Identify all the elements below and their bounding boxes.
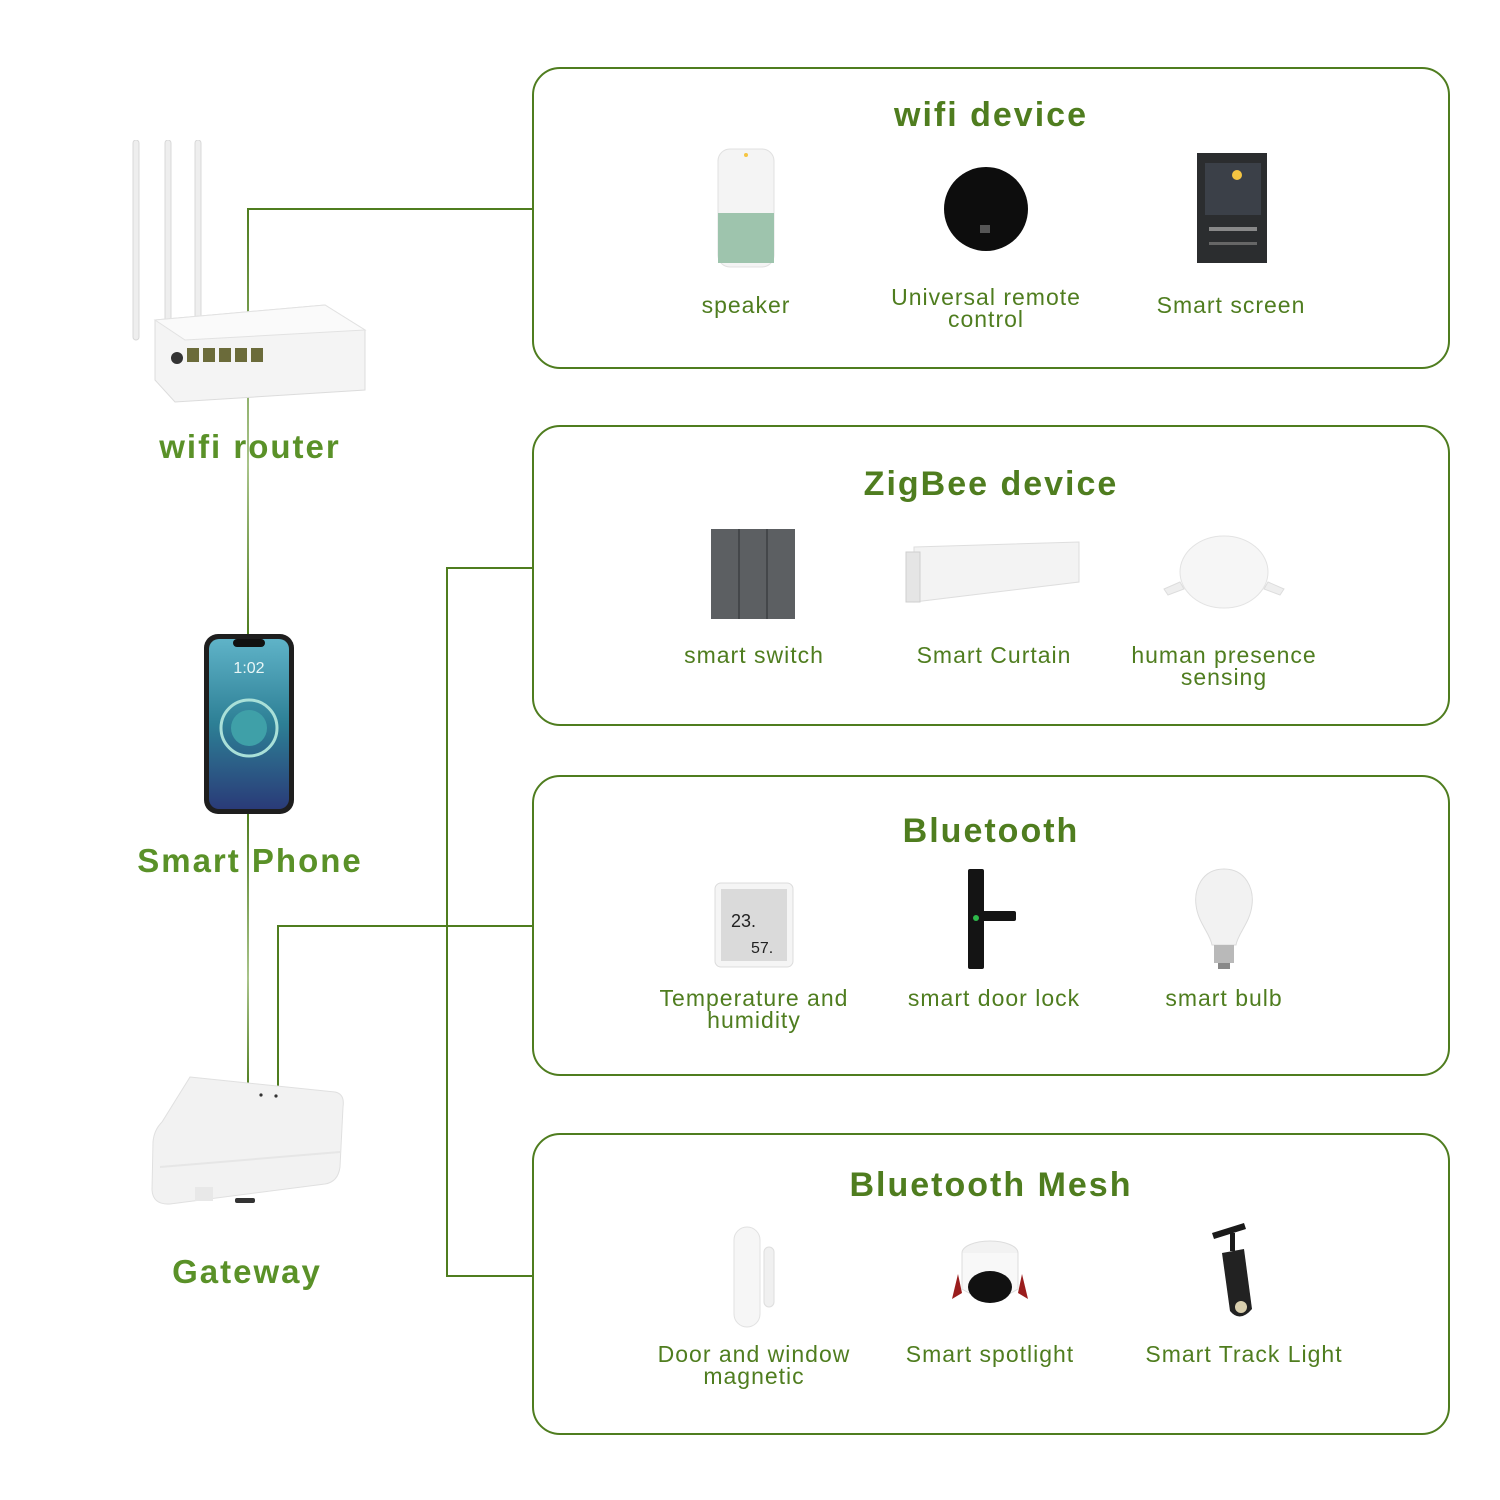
spotlight-icon <box>952 1240 1028 1303</box>
device-label: smart switch <box>684 642 824 668</box>
panel-title: ZigBee device <box>863 465 1119 503</box>
device-smart-switch: smart switch <box>634 527 874 668</box>
panel-bluetooth-mesh: Bluetooth Mesh Door and window magnetic … <box>532 1133 1450 1435</box>
smartphone-icon: 1:02 <box>204 634 294 814</box>
connector-router-wifi-h <box>247 208 532 210</box>
device-label: Smart spotlight <box>905 1341 1075 1367</box>
panel-title: Bluetooth Mesh <box>849 1166 1133 1204</box>
phone-time: 1:02 <box>233 660 264 677</box>
bulb-icon <box>1195 868 1253 969</box>
connector-zigbee-h <box>446 567 532 569</box>
device-label: human presence sensing <box>1131 642 1317 690</box>
device-label: speaker <box>701 292 791 318</box>
door-sensor-icon <box>733 1226 775 1328</box>
gateway-label: Gateway <box>172 1253 322 1290</box>
gateway-icon <box>151 1076 344 1205</box>
device-bulb: smart bulb <box>1104 865 1344 1011</box>
device-label: Universal remote control <box>891 284 1081 332</box>
panel-title: wifi device <box>894 96 1088 134</box>
device-label: Temperature and humidity <box>659 985 849 1033</box>
phone-label: Smart Phone <box>137 842 363 879</box>
device-label: Door and window magnetic <box>657 1341 851 1389</box>
connector-router-phone <box>247 208 249 636</box>
device-remote-control: Universal remote control <box>866 147 1106 332</box>
thermo-hygrometer-icon: 23. 57. <box>714 882 794 968</box>
remote-control-icon <box>944 167 1028 251</box>
smartphone: 1:02 <box>203 633 295 815</box>
device-spotlight: Smart spotlight <box>870 1219 1110 1367</box>
connector-gateway-v <box>277 925 279 1090</box>
device-track-light: Smart Track Light <box>1124 1219 1364 1367</box>
device-door-lock: smart door lock <box>874 865 1114 1011</box>
panel-title: Bluetooth <box>902 812 1080 850</box>
connector-gateway-h <box>277 925 532 927</box>
router-label: wifi router <box>159 428 341 465</box>
panel-wifi-device: wifi device speaker Universal remote con… <box>532 67 1450 369</box>
panel-bluetooth: Bluetooth 23. 57. Temperature and humidi… <box>532 775 1450 1076</box>
device-thermo-hygrometer: 23. 57. Temperature and humidity <box>634 865 874 1033</box>
smart-screen-icon <box>1197 153 1267 263</box>
speaker-icon <box>717 148 775 268</box>
device-label: Smart screen <box>1156 292 1306 318</box>
connector-mesh-h <box>446 1275 532 1277</box>
wifi-router <box>125 139 370 405</box>
humidity-reading: 57. <box>751 940 773 957</box>
device-label: smart door lock <box>907 985 1081 1011</box>
connector-trunk <box>446 567 448 1277</box>
device-smart-screen: Smart screen <box>1111 147 1351 318</box>
curtain-motor-icon <box>905 541 1080 603</box>
device-presence-sensor: human presence sensing <box>1104 527 1344 690</box>
track-light-icon <box>1212 1223 1252 1317</box>
device-label: Smart Track Light <box>1145 1341 1343 1367</box>
temperature-reading: 23. <box>731 911 756 931</box>
device-label: Smart Curtain <box>916 642 1072 668</box>
door-lock-icon <box>968 869 1016 969</box>
device-speaker: speaker <box>626 147 866 318</box>
panel-zigbee-device: ZigBee device smart switch Smart Curtain <box>532 425 1450 726</box>
gateway <box>150 1072 345 1212</box>
presence-sensor-icon <box>1163 535 1285 609</box>
wifi-router-icon <box>132 139 367 403</box>
connector-phone-gateway <box>247 812 249 1090</box>
device-door-sensor: Door and window magnetic <box>634 1219 874 1389</box>
smart-switch-icon <box>711 529 795 619</box>
device-smart-curtain: Smart Curtain <box>874 527 1114 668</box>
device-label: smart bulb <box>1165 985 1283 1011</box>
